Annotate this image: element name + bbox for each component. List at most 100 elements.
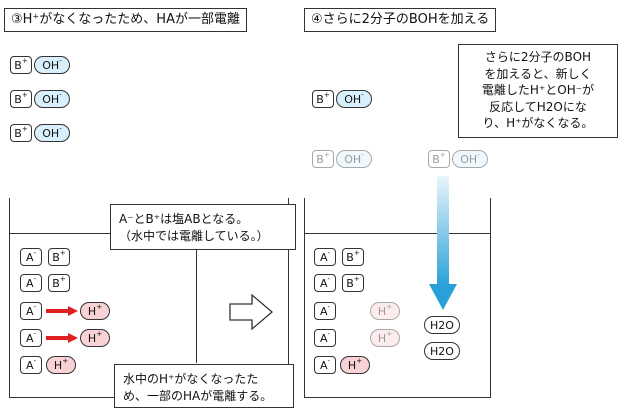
left-ha-2-a-ion-symbol: A [25,332,34,345]
right-pair-3-b-ion-symbol: B [432,153,440,166]
right-note-line4: 反応してH2Oにな [489,99,587,114]
right-pair-1-b-ion-symbol: B [316,93,324,106]
right-note-line3: 電離したH⁺とOH⁻が [481,83,595,97]
right-pair-3-b-ion-charge: + [439,151,446,159]
left-ha-1-h-ion: H+ [80,302,110,320]
left-note-bottom-line2: め、一部のHAが電離する。 [123,389,273,403]
right-beaker-wall-left [304,198,305,398]
right-water-2-symbol: H2O [430,345,454,358]
left-salt-2-a-ion: A- [20,274,42,292]
right-ha-1-a-ion-symbol: A [319,305,328,318]
right-salt-1-b-ion-symbol: B [346,251,354,264]
left-red-arrow-1-icon [46,306,78,316]
right-salt-1-b-ion-charge: + [353,249,360,257]
left-note-bottom: 水中のH⁺がなくなったた め、一部のHAが電離する。 [114,364,294,408]
right-pair-1-b-ion: B+ [312,90,334,108]
left-salt-1-a-ion-symbol: A [25,251,34,264]
left-salt-2-b-ion: B+ [48,274,70,292]
right-beaker-wall-right [490,198,491,398]
left-pair-3-oh-ion: OH- [34,124,70,142]
right-ha-2-a-ion-symbol: A [319,332,328,345]
left-note-top-line1: A⁻とB⁺は塩ABとなる。 [119,212,249,226]
right-salt-2-a-ion-charge: - [327,275,331,283]
right-ha-3-a-ion: A- [314,356,336,374]
right-ha-3-h-ion-charge: + [356,357,363,365]
right-pair-3-b-ion: B+ [428,150,450,168]
right-ha-3-a-ion-charge: - [327,357,331,365]
right-water-1: H2O [424,316,460,334]
left-pair-1-b-ion: B+ [10,56,32,74]
right-note-line2: を加えると、新しく [484,66,592,81]
right-pair-3-oh-ion-symbol: OH [460,153,478,166]
right-pair-1-oh-ion: OH- [336,90,372,108]
left-salt-2-b-ion-symbol: B [52,277,60,290]
right-ha-1-h-ion-charge: + [386,303,393,311]
right-salt-1-a-ion-charge: - [327,249,331,257]
left-salt-2-a-ion-charge: - [33,275,37,283]
right-salt-2-a-ion-symbol: A [319,277,328,290]
right-salt-2-b-ion-charge: + [353,275,360,283]
right-salt-2-b-ion-symbol: B [346,277,354,290]
left-panel-title: ③H⁺がなくなったため、HAが一部電離 [4,8,247,32]
left-ha-2-h-ion-symbol: H [87,332,97,345]
right-water-2: H2O [424,342,460,360]
right-pair-2-b-ion-symbol: B [316,153,324,166]
left-pair-1-b-ion-symbol: B [14,59,22,72]
left-note-bottom-line1: 水中のH⁺がなくなったた [123,372,259,386]
left-beaker-wall-right [288,198,289,398]
right-ha-1-a-ion: A- [314,302,336,320]
left-pair-1-b-ion-charge: + [21,57,28,65]
left-pair-3-b-ion-charge: + [21,125,28,133]
right-pair-2-oh-ion: OH- [336,150,372,168]
right-ha-2-a-ion-charge: - [327,330,331,338]
right-pair-2-oh-ion-symbol: OH [344,153,362,166]
left-pair-2-b-ion-charge: + [21,91,28,99]
right-ha-1-h-ion: H+ [370,302,400,320]
left-ha-3-a-ion: A- [20,356,42,374]
left-divider-line [196,233,197,363]
right-water-line [304,233,491,234]
left-pair-2-oh-ion-charge: - [59,91,62,99]
left-beaker-wall-left [9,198,10,398]
left-ha-1-h-ion-charge: + [96,303,103,311]
blue-down-arrow-icon [429,176,457,310]
left-pair-2-b-ion: B+ [10,90,32,108]
right-pair-2-oh-ion-charge: - [361,151,364,159]
right-note-line5: り、H⁺がなくなる。 [482,116,594,130]
right-water-1-symbol: H2O [430,319,454,332]
right-pair-2-b-ion-charge: + [323,151,330,159]
left-ha-1-a-ion-charge: - [33,303,37,311]
left-pair-1-oh-ion: OH- [34,56,70,74]
left-ha-3-a-ion-charge: - [33,357,37,365]
left-ha-3-a-ion-symbol: A [25,359,34,372]
left-ha-1-a-ion-symbol: A [25,305,34,318]
left-salt-1-b-ion: B+ [48,248,70,266]
right-note: さらに2分子のBOH を加えると、新しく 電離したH⁺とOH⁻が 反応してH2O… [458,44,618,138]
left-salt-2-a-ion-symbol: A [25,277,34,290]
left-ha-2-h-ion: H+ [80,329,110,347]
right-ha-3-h-ion-symbol: H [347,359,357,372]
left-note-top: A⁻とB⁺は塩ABとなる。 （水中では電離している。） [110,204,296,250]
left-pair-2-b-ion-symbol: B [14,93,22,106]
left-salt-1-b-ion-charge: + [59,249,66,257]
transition-arrow-icon [229,293,274,331]
right-ha-1-a-ion-charge: - [327,303,331,311]
right-ha-2-h-ion-charge: + [386,330,393,338]
left-pair-3-b-ion: B+ [10,124,32,142]
left-pair-1-oh-ion-symbol: OH [42,59,60,72]
right-pair-3-oh-ion: OH- [452,150,488,168]
right-pair-1-oh-ion-charge: - [361,91,364,99]
left-ha-1-h-ion-symbol: H [87,305,97,318]
left-salt-1-a-ion: A- [20,248,42,266]
left-ha-3-h-ion-charge: + [62,357,69,365]
right-ha-3-h-ion: H+ [340,356,370,374]
left-pair-3-oh-ion-symbol: OH [42,127,60,140]
left-pair-3-b-ion-symbol: B [14,127,22,140]
right-ha-3-a-ion-symbol: A [319,359,328,372]
right-salt-1-b-ion: B+ [342,248,364,266]
left-ha-1-a-ion: A- [20,302,42,320]
right-beaker-bottom [304,397,491,398]
right-salt-1-a-ion-symbol: A [319,251,328,264]
left-note-top-line2: （水中では電離している。） [119,229,269,243]
right-pair-3-oh-ion-charge: - [477,151,480,159]
